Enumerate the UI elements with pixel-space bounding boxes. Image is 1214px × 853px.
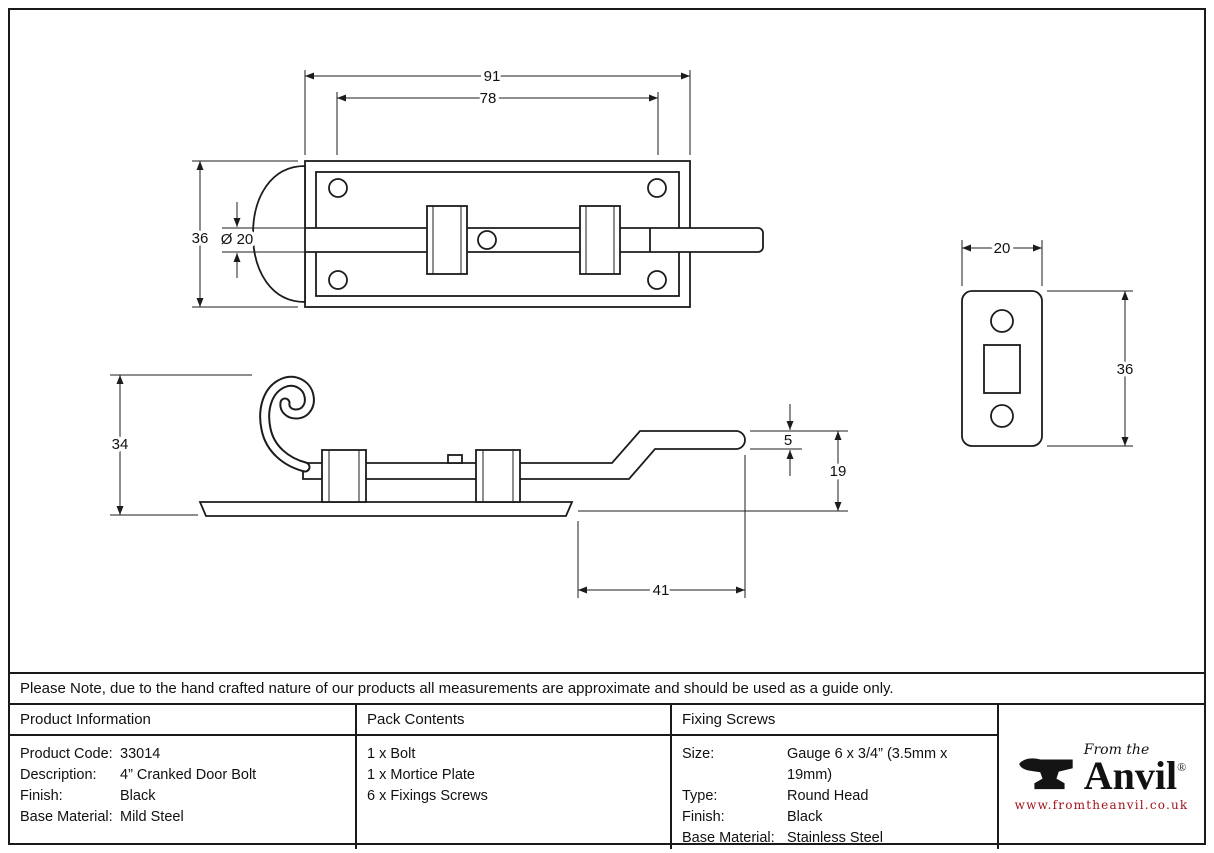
dim-side-crank-thickness: 5 <box>784 432 792 449</box>
anvil-icon <box>1019 757 1073 789</box>
row-label: Base Material: <box>20 809 113 825</box>
table-row: Base Material: Stainless Steel <box>682 828 987 849</box>
row-value: Black <box>120 788 156 804</box>
logo-brand: Anvil® <box>1083 752 1187 798</box>
info-table: Product Information Pack Contents Fixing… <box>10 705 1204 849</box>
side-set-screw <box>447 454 463 464</box>
pack-item: 6 x Fixings Screws <box>367 788 488 804</box>
plan-screw-hole <box>647 178 667 198</box>
row-value: 33014 <box>120 746 161 762</box>
dim-mortice-height: 36 <box>1117 361 1134 378</box>
side-cranked-bolt <box>302 430 746 480</box>
mortice-screw-hole-bottom <box>990 404 1014 428</box>
pack-contents-body: 1 x Bolt 1 x Mortice Plate 6 x Fixings S… <box>355 736 670 849</box>
dim-plan-hole-spacing: 78 <box>480 90 497 107</box>
logo-tagline: From the <box>1083 741 1150 758</box>
row-label: Base Material: <box>682 830 775 846</box>
side-guide-bracket-right <box>475 449 521 503</box>
row-value: Gauge 6 x 3/4” (3.5mm x 19mm) <box>787 746 948 783</box>
side-curl-handle <box>259 375 315 473</box>
mortice-slot <box>983 344 1021 394</box>
row-value: Black <box>787 809 823 825</box>
row-label: Size: <box>682 746 715 762</box>
side-baseplate <box>198 501 574 517</box>
row-value: Stainless Steel <box>787 830 883 846</box>
plan-screw-hole <box>328 270 348 290</box>
dim-side-crank-height: 19 <box>830 463 847 480</box>
plan-shaft-hole <box>477 230 497 250</box>
note-bar: Please Note, due to the hand crafted nat… <box>10 672 1204 705</box>
brand-logo: From the Anvil® www.fromtheanvil.co.uk <box>997 705 1204 849</box>
note-text: Please Note, due to the hand crafted nat… <box>20 680 894 697</box>
plan-view: 91 78 36 Ø 20 <box>188 65 764 308</box>
plan-guide-bracket-left <box>426 205 468 275</box>
fixing-screws-body: Size: Gauge 6 x 3/4” (3.5mm x 19mm) Type… <box>670 736 997 849</box>
dim-plan-overall-length: 91 <box>484 68 501 85</box>
logo-website: www.fromtheanvil.co.uk <box>1014 797 1189 812</box>
table-row: Product Code: 33014 <box>20 744 345 765</box>
dim-side-overall-height: 34 <box>112 436 129 453</box>
product-information-body: Product Code: 33014 Description: 4” Cran… <box>10 736 355 849</box>
dim-plan-shaft-diameter: Ø 20 <box>221 231 254 248</box>
dim-mortice-width: 20 <box>994 240 1011 257</box>
plan-knob <box>252 165 306 303</box>
plan-guide-bracket-right <box>579 205 621 275</box>
side-view: 34 5 19 41 <box>108 374 850 603</box>
row-value: Mild Steel <box>120 809 184 825</box>
product-information-header: Product Information <box>10 705 355 736</box>
row-label: Product Code: <box>20 746 113 762</box>
plan-bolt-shaft <box>299 227 764 253</box>
table-row: Size: Gauge 6 x 3/4” (3.5mm x 19mm) <box>682 744 987 786</box>
row-label: Type: <box>682 788 718 804</box>
table-row: Finish: Black <box>20 786 345 807</box>
row-label: Finish: <box>20 788 63 804</box>
table-row: Base Material: Mild Steel <box>20 807 345 828</box>
mortice-screw-hole-top <box>990 309 1014 333</box>
plan-screw-hole <box>328 178 348 198</box>
dim-side-crank-reach: 41 <box>653 582 670 599</box>
pack-contents-header: Pack Contents <box>355 705 670 736</box>
registered-mark: ® <box>1177 759 1187 774</box>
row-label: Description: <box>20 767 97 783</box>
mortice-plate-view: 20 36 <box>961 237 1137 447</box>
table-row: Description: 4” Cranked Door Bolt <box>20 765 345 786</box>
pack-item: 1 x Mortice Plate <box>367 767 475 783</box>
table-row: Finish: Black <box>682 807 987 828</box>
table-row: Type: Round Head <box>682 786 987 807</box>
row-value: Round Head <box>787 788 869 804</box>
plan-screw-hole <box>647 270 667 290</box>
row-value: 4” Cranked Door Bolt <box>120 767 257 783</box>
fixing-screws-header: Fixing Screws <box>670 705 997 736</box>
row-label: Finish: <box>682 809 725 825</box>
side-guide-bracket-left <box>321 449 367 503</box>
technical-drawing: 91 78 36 Ø 20 <box>108 65 1137 603</box>
pack-item: 1 x Bolt <box>367 746 416 762</box>
dim-plan-plate-height: 36 <box>192 230 209 247</box>
